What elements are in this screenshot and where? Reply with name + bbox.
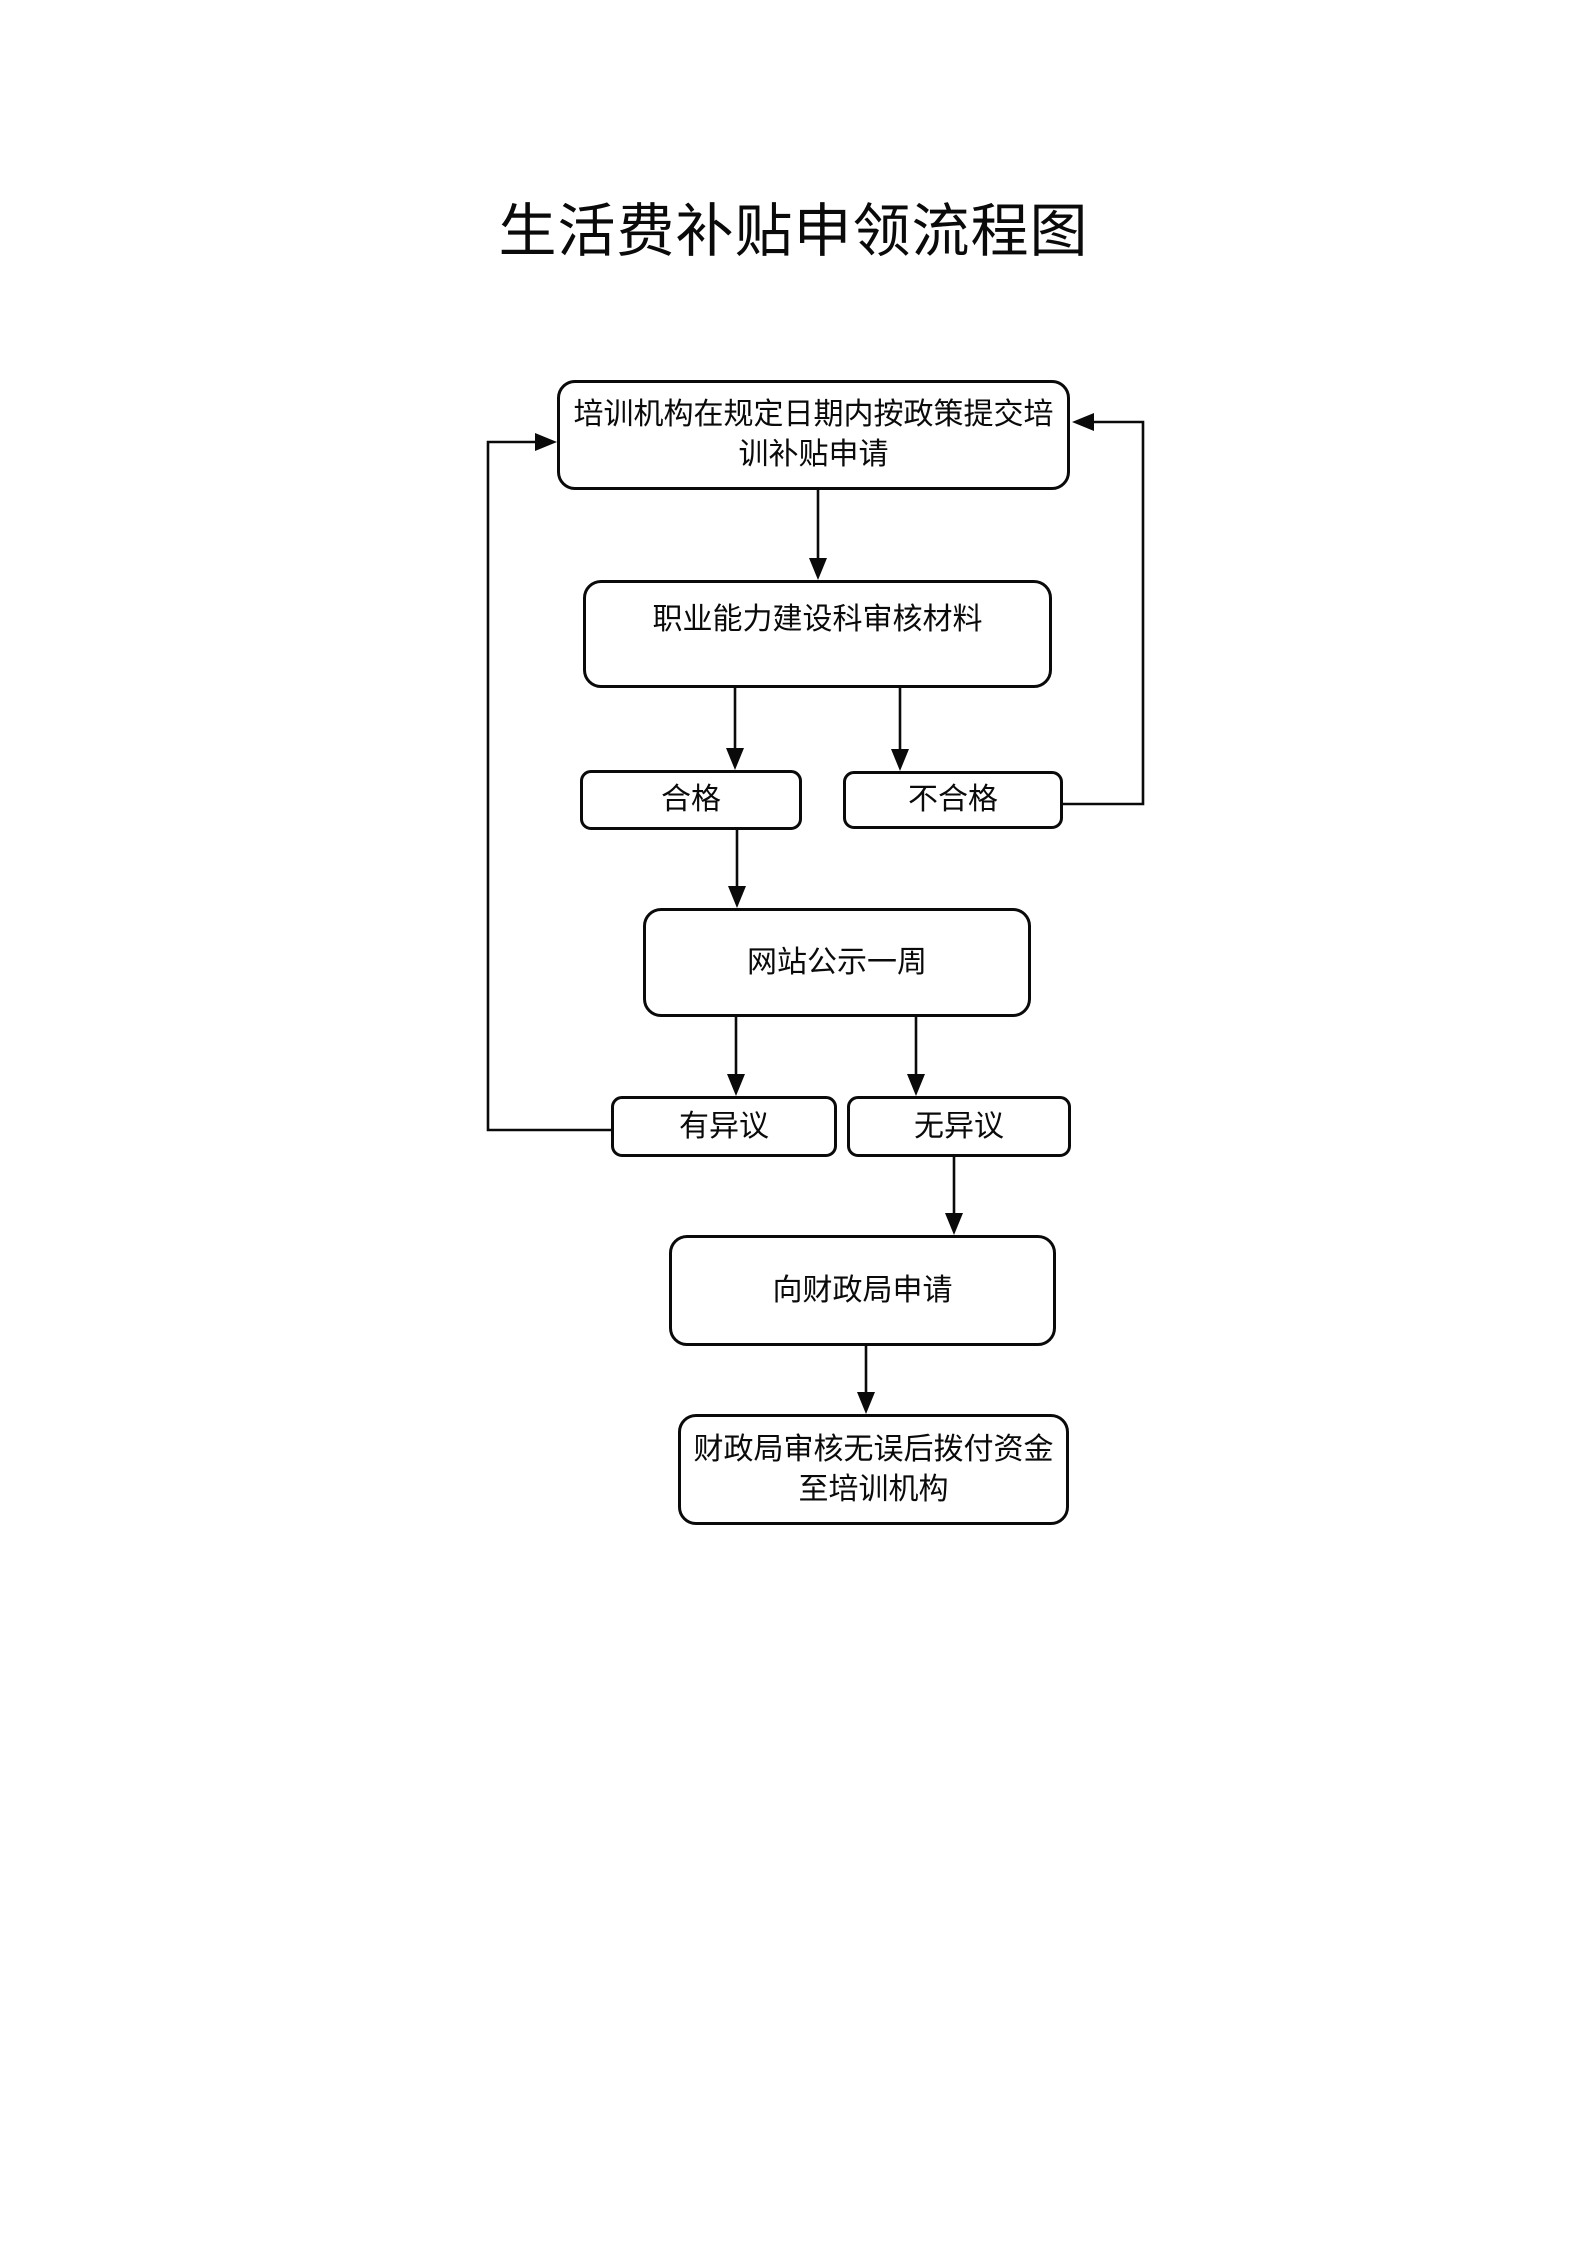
flow-node-no-objection: 无异议 (847, 1096, 1071, 1157)
flow-node-qualified: 合格 (580, 770, 802, 830)
edge-review-to-qualified (726, 688, 744, 770)
edge-publicity-to-no-objection (907, 1017, 925, 1096)
flow-node-label: 无异议 (914, 1109, 1004, 1143)
flow-node-unqualified: 不合格 (843, 771, 1063, 829)
page-title: 生活费补贴申领流程图 (498, 199, 1089, 264)
edge-submit-to-review (809, 490, 827, 580)
edge-publicity-to-objection (727, 1017, 745, 1096)
flow-node-apply-finance-bureau: 向财政局申请 (669, 1235, 1056, 1346)
flow-node-label: 向财政局申请 (772, 1273, 953, 1307)
edge-apply-finance-to-allocate (857, 1346, 875, 1414)
flow-node-label: 有异议 (679, 1109, 769, 1143)
flow-node-submit-application: 培训机构在规定日期内按政策提交培 训补贴申请 (557, 380, 1070, 490)
flow-node-label: 不合格 (908, 783, 998, 816)
flow-node-label: 职业能力建设科审核材料 (652, 603, 983, 636)
flow-node-allocate-funds: 财政局审核无误后拨付资金 至培训机构 (678, 1414, 1069, 1525)
flow-node-label: 培训机构在规定日期内按政策提交培 (573, 398, 1054, 431)
flow-node-label: 至培训机构 (798, 1472, 949, 1506)
edge-no-objection-to-apply-finance (945, 1157, 963, 1235)
flow-node-label: 合格 (661, 783, 721, 816)
edge-unqualified-loop-to-submit (1063, 413, 1145, 806)
flow-node-label: 训补贴申请 (738, 438, 889, 471)
edge-qualified-to-publicity (728, 830, 746, 908)
edge-review-to-unqualified (891, 688, 909, 771)
flow-node-objection: 有异议 (611, 1096, 837, 1157)
flow-node-review-materials: 职业能力建设科审核材料 (583, 580, 1052, 688)
flow-node-label: 网站公示一周 (747, 945, 927, 979)
flow-node-label: 财政局审核无误后拨付资金 (693, 1432, 1054, 1466)
flow-node-website-publicity: 网站公示一周 (643, 908, 1031, 1017)
